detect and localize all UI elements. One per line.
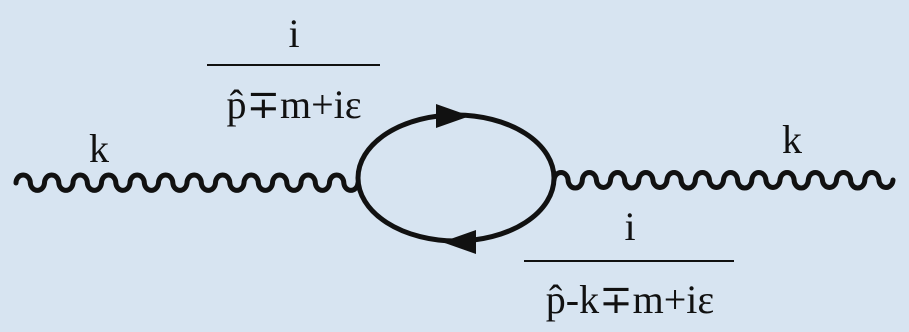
propagator-bottom: i p̂-k∓m+iε [524,204,734,322]
propagator-top-numerator: i [288,11,299,56]
fermion-loop [355,112,557,244]
momentum-label-left: k [89,126,109,171]
photon-line-right [551,170,896,191]
propagator-top: i p̂∓m+iε [207,11,380,127]
propagator-top-denominator: p̂∓m+iε [226,82,361,127]
propagator-bottom-denominator: p̂-k∓m+iε [546,277,714,322]
arrow-bottom-icon [442,230,476,254]
photon-line-left [13,172,361,193]
arrow-top-icon [436,104,470,128]
momentum-label-right: k [782,117,802,162]
propagator-bottom-numerator: i [624,204,635,249]
